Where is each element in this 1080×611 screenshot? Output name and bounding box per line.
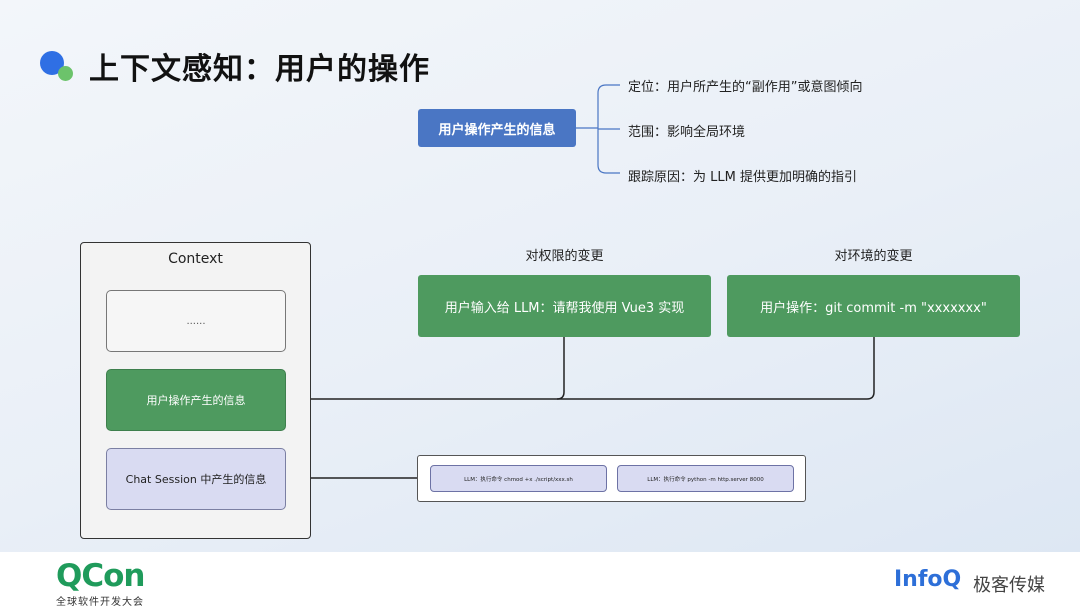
title-bullet-accent-icon	[58, 66, 73, 81]
slide: 上下文感知：用户的操作 用户操作产生的信息 定位：用户所产生的“副作用”或意图倾…	[0, 0, 1080, 552]
mindmap-item-reason: 跟踪原因：为 LLM 提供更加明确的指引	[628, 170, 857, 185]
mindmap-item-scope: 范围：影响全局环境	[628, 125, 746, 140]
llm-command-python: LLM：执行命令 python -m http.server 8000	[617, 465, 794, 492]
llm-command-chmod: LLM：执行命令 chmod +x ./script/xxx.sh	[430, 465, 607, 492]
page-title: 上下文感知：用户的操作	[89, 52, 430, 87]
llm-commands-container: LLM：执行命令 chmod +x ./script/xxx.sh LLM：执行…	[417, 455, 806, 502]
qcon-subtitle: 全球软件开发大会	[56, 597, 144, 608]
context-title: Context	[168, 251, 223, 267]
context-slot-chat-session: Chat Session 中产生的信息	[106, 448, 286, 510]
permission-change-card: 用户输入给 LLM：请帮我使用 Vue3 实现	[418, 275, 711, 337]
infoq-logo: InfoQ	[894, 567, 962, 592]
permission-change-heading: 对权限的变更	[525, 249, 604, 264]
mindmap-item-position: 定位：用户所产生的“副作用”或意图倾向	[628, 80, 863, 95]
infoq-subtitle: 极客传媒	[973, 575, 1045, 596]
context-container: Context ...... 用户操作产生的信息 Chat Session 中产…	[80, 242, 311, 539]
mindmap-root: 用户操作产生的信息	[418, 109, 576, 147]
environment-change-card: 用户操作：git commit -m "xxxxxxx"	[727, 275, 1020, 337]
environment-change-heading: 对环境的变更	[834, 249, 913, 264]
footer	[0, 552, 1080, 611]
context-slot-user-actions: 用户操作产生的信息	[106, 369, 286, 431]
qcon-logo: QCon	[56, 558, 145, 594]
context-slot-ellipsis: ......	[106, 290, 286, 352]
